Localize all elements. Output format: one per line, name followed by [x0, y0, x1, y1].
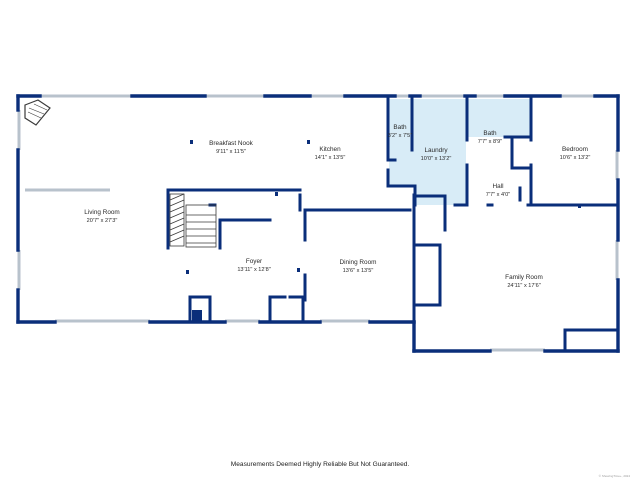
disclaimer-text: Measurements Deemed Highly Reliable But …	[231, 461, 410, 468]
living-room-dims: 20'7" x 27'3"	[87, 218, 118, 224]
dining-room-label: Dining Room	[340, 259, 377, 266]
bath-2-area	[468, 99, 531, 137]
exterior-walls	[16, 94, 620, 353]
family-room-label: Family Room	[505, 274, 543, 281]
bath-2-dims: 7'7" x 8'9"	[478, 139, 502, 145]
kitchen-label: Kitchen	[319, 146, 341, 153]
hall-dims: 7'7" x 4'0"	[486, 192, 510, 198]
windows	[17, 94, 619, 352]
interior-walls	[166, 94, 620, 353]
foyer-dims: 13'11" x 12'8"	[237, 267, 270, 273]
wall-stubs	[186, 140, 581, 322]
credit-text: © ShowingTime+, 2024	[599, 474, 631, 478]
dining-room-dims: 13'6" x 13'5"	[343, 268, 374, 274]
family-room-dims: 24'11" x 17'6"	[507, 283, 540, 289]
bath-1-dims: 3'2" x 7'5"	[388, 133, 412, 139]
entry-step	[192, 310, 202, 322]
fireplace-icon	[24, 99, 51, 126]
kitchen-dims: 14'1" x 13'5"	[315, 155, 346, 161]
room-labels: Living Room 20'7" x 27'3" Breakfast Nook…	[84, 124, 590, 289]
bedroom-label: Bedroom	[562, 146, 588, 153]
hall-label: Hall	[492, 183, 503, 190]
bath-laundry-area	[389, 99, 466, 205]
breakfast-nook-label: Breakfast Nook	[209, 140, 253, 147]
laundry-dims: 10'0" x 13'2"	[421, 156, 452, 162]
living-room-label: Living Room	[84, 209, 120, 216]
laundry-label: Laundry	[424, 147, 448, 154]
foyer-label: Foyer	[246, 258, 263, 265]
bath-laundry-shading	[389, 99, 531, 205]
breakfast-nook-dims: 9'11" x 11'5"	[216, 149, 246, 155]
bath-2-label: Bath	[483, 130, 497, 137]
bedroom-dims: 10'6" x 13'2"	[560, 155, 591, 161]
bath-1-label: Bath	[393, 124, 407, 131]
staircase-icon	[169, 193, 217, 248]
